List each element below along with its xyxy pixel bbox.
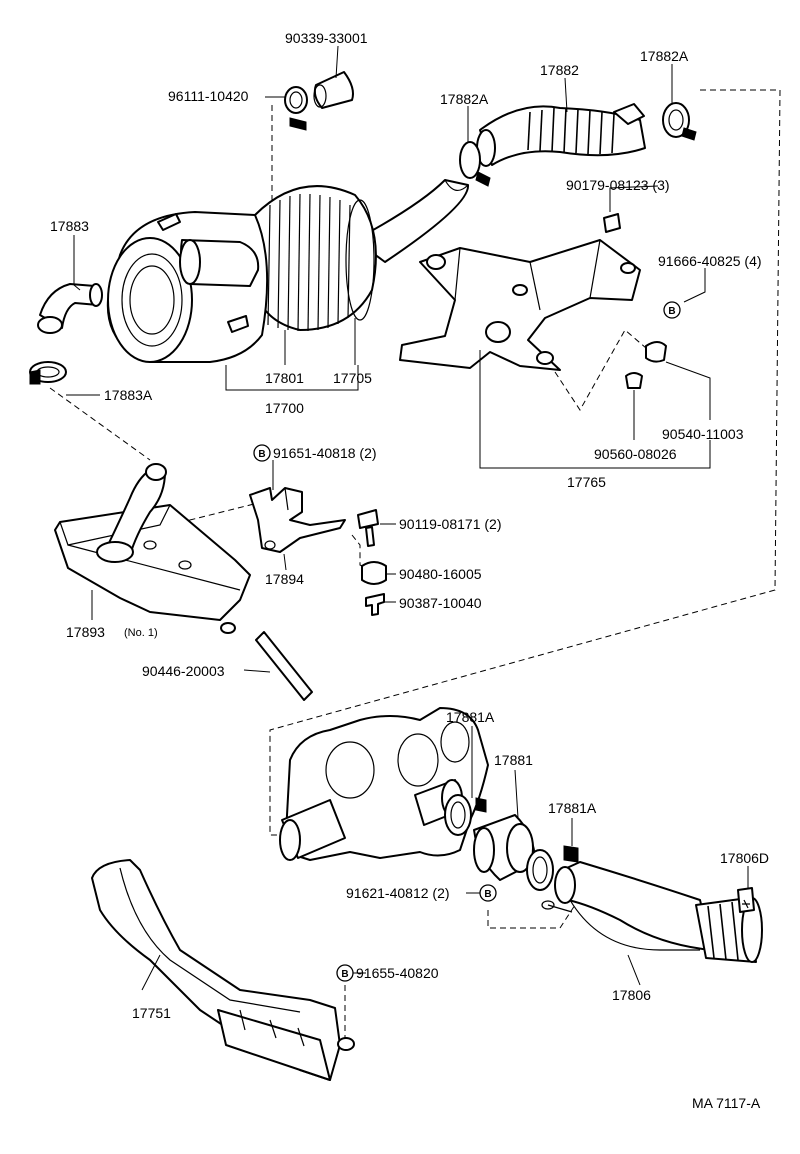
bracket-17894: [249, 487, 346, 553]
label-17801: 17801: [265, 370, 304, 386]
air-cleaner-cap: [107, 237, 193, 363]
bracket-17765: [399, 239, 641, 371]
label-90179-08123: 90179-08123 (3): [566, 177, 670, 193]
grommet-90480: [361, 561, 387, 585]
air-cleaner-assembly: [106, 179, 469, 363]
label-17881: 17881: [494, 752, 533, 768]
hose-17882: [459, 102, 697, 187]
clamp-17881A-top: [444, 794, 487, 836]
label-17893: 17893: [66, 624, 105, 640]
label-17882: 17882: [540, 62, 579, 78]
nut-90179: [603, 213, 621, 233]
cushion-90540: [645, 341, 667, 363]
resonator-17893: [54, 463, 251, 634]
label-91666-40825: 91666-40825 (4): [658, 253, 762, 269]
label-17881A-top: 17881A: [446, 709, 495, 725]
label-91651-40818: 91651-40818 (2): [273, 445, 377, 461]
label-17881A-right: 17881A: [548, 800, 597, 816]
label-91655-40820: 91655-40820: [356, 965, 439, 981]
hose-90446: [255, 631, 313, 701]
label-90446-20003: 90446-20003: [142, 663, 225, 679]
clamp-96111: [284, 86, 308, 131]
hose-17806D: [695, 887, 763, 963]
bolt-marker-91655: B: [336, 964, 354, 982]
svg-text:B: B: [341, 969, 348, 980]
label-90540-11003: 90540-11003: [662, 426, 744, 442]
figure-code: MA 7117-A: [692, 1095, 761, 1111]
bolt-marker-91621: B: [479, 884, 497, 902]
hose-17883: [37, 283, 103, 334]
collar-90560: [625, 372, 643, 389]
part-labels: 90339-33001 96111-10420 17882 17882A 178…: [50, 30, 769, 1111]
bolt-marker-91651: B: [253, 444, 271, 462]
bolt-90119: [357, 509, 379, 547]
label-90119-08171: 90119-08171 (2): [399, 516, 501, 532]
hose-17881: [473, 814, 536, 881]
duct-17751: [91, 859, 355, 1081]
sleeve-90339: [313, 71, 354, 109]
svg-text:B: B: [258, 449, 265, 460]
label-17882A-left: 17882A: [440, 91, 489, 107]
clamp-17881A-right: [526, 845, 579, 891]
label-17806: 17806: [612, 987, 651, 1003]
label-17894: 17894: [265, 571, 304, 587]
label-17893-note: (No. 1): [124, 627, 158, 639]
leader-lines: [66, 45, 749, 991]
label-17882A-right: 17882A: [640, 48, 689, 64]
bolt-marker-91666: B: [663, 301, 681, 319]
label-90480-16005: 90480-16005: [399, 566, 482, 582]
pipe-17806: [541, 861, 713, 951]
label-17883: 17883: [50, 218, 89, 234]
label-90387-10040: 90387-10040: [399, 595, 482, 611]
label-17883A: 17883A: [104, 387, 153, 403]
svg-text:B: B: [484, 889, 491, 900]
svg-text:B: B: [668, 306, 675, 317]
label-90560-08026: 90560-08026: [594, 446, 677, 462]
label-17806D: 17806D: [720, 850, 769, 866]
label-90339-33001: 90339-33001: [285, 30, 368, 46]
turbocharger: [279, 707, 489, 861]
label-91621-40812: 91621-40812 (2): [346, 885, 450, 901]
label-17705: 17705: [333, 370, 372, 386]
label-17700: 17700: [265, 400, 304, 416]
label-17765: 17765: [567, 474, 606, 490]
collar-90387: [365, 593, 385, 616]
clamp-17883A: [29, 361, 67, 385]
label-96111-10420: 96111-10420: [168, 88, 249, 104]
label-17751: 17751: [132, 1005, 171, 1021]
